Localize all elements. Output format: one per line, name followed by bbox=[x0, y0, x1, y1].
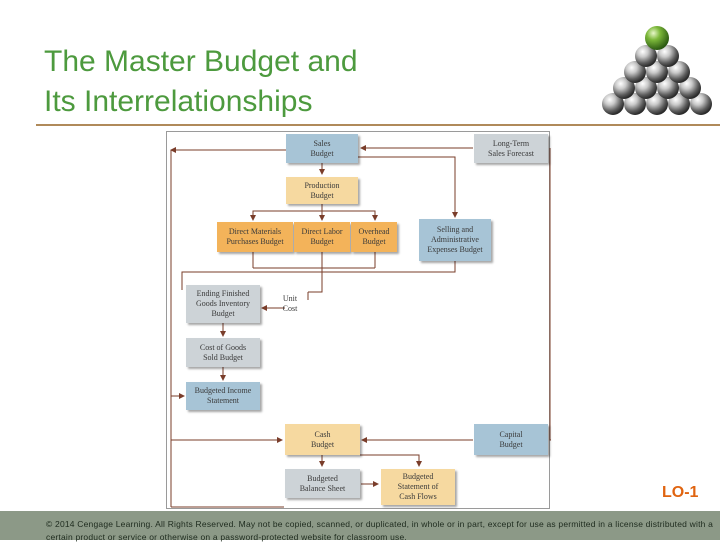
title-divider bbox=[36, 124, 720, 126]
chrome-sphere bbox=[679, 77, 701, 99]
chrome-sphere bbox=[635, 77, 657, 99]
selling-admin-box: Selling and Administrative Expenses Budg… bbox=[419, 219, 491, 261]
arrow-to-unit-cost bbox=[308, 268, 323, 293]
long-term-forecast-box: Long-Term Sales Forecast bbox=[474, 134, 548, 163]
chrome-sphere bbox=[602, 93, 624, 115]
arrow-production-to-dm bbox=[250, 204, 323, 221]
direct-materials-box: Direct Materials Purchases Budget bbox=[217, 222, 293, 252]
chrome-sphere bbox=[646, 61, 668, 83]
title-line-2: Its Interrelationships bbox=[44, 85, 313, 118]
green-sphere bbox=[645, 26, 669, 50]
chrome-sphere bbox=[668, 61, 690, 83]
chrome-sphere bbox=[624, 93, 646, 115]
arrow-production-to-oh bbox=[322, 210, 378, 221]
chrome-sphere bbox=[668, 93, 690, 115]
overhead-box: Overhead Budget bbox=[351, 222, 397, 252]
footer-bar: © 2014 Cengage Learning. All Rights Rese… bbox=[0, 511, 720, 542]
cogs-box: Cost of Goods Sold Budget bbox=[186, 338, 260, 367]
arrow-selling-to-ending bbox=[181, 261, 456, 290]
arrow-cash-to-cashflows bbox=[360, 454, 422, 467]
title-line-1: The Master Budget and bbox=[44, 45, 358, 78]
direct-labor-box: Direct Labor Budget bbox=[294, 222, 350, 252]
sales-budget-box: Sales Budget bbox=[286, 134, 358, 163]
chrome-sphere bbox=[624, 61, 646, 83]
chrome-sphere bbox=[613, 77, 635, 99]
chrome-sphere bbox=[657, 45, 679, 67]
right-spine bbox=[549, 148, 551, 441]
chrome-sphere bbox=[635, 45, 657, 67]
production-budget-box: Production Budget bbox=[286, 177, 358, 204]
copyright-text: © 2014 Cengage Learning. All Rights Rese… bbox=[46, 519, 714, 542]
chrome-sphere bbox=[657, 77, 679, 99]
budgeted-cash-flows-box: Budgeted Statement of Cash Flows bbox=[381, 469, 455, 505]
budgeted-income-box: Budgeted Income Statement bbox=[186, 382, 260, 410]
pyramid-of-spheres-icon bbox=[602, 26, 712, 115]
arrow-sales-to-selling bbox=[358, 156, 458, 218]
cash-budget-box: Cash Budget bbox=[285, 424, 360, 455]
ending-finished-goods-box: Ending Finished Goods Inventory Budget bbox=[186, 285, 260, 323]
budgeted-balance-box: Budgeted Balance Sheet bbox=[285, 469, 360, 498]
chrome-sphere bbox=[690, 93, 712, 115]
chrome-sphere bbox=[646, 93, 668, 115]
unit-cost-label: Unit Cost bbox=[282, 294, 298, 313]
slide-title: The Master Budget and Its Interrelations… bbox=[44, 42, 358, 122]
capital-budget-box: Capital Budget bbox=[474, 424, 548, 455]
learning-objective-label: LO-1 bbox=[662, 484, 699, 501]
